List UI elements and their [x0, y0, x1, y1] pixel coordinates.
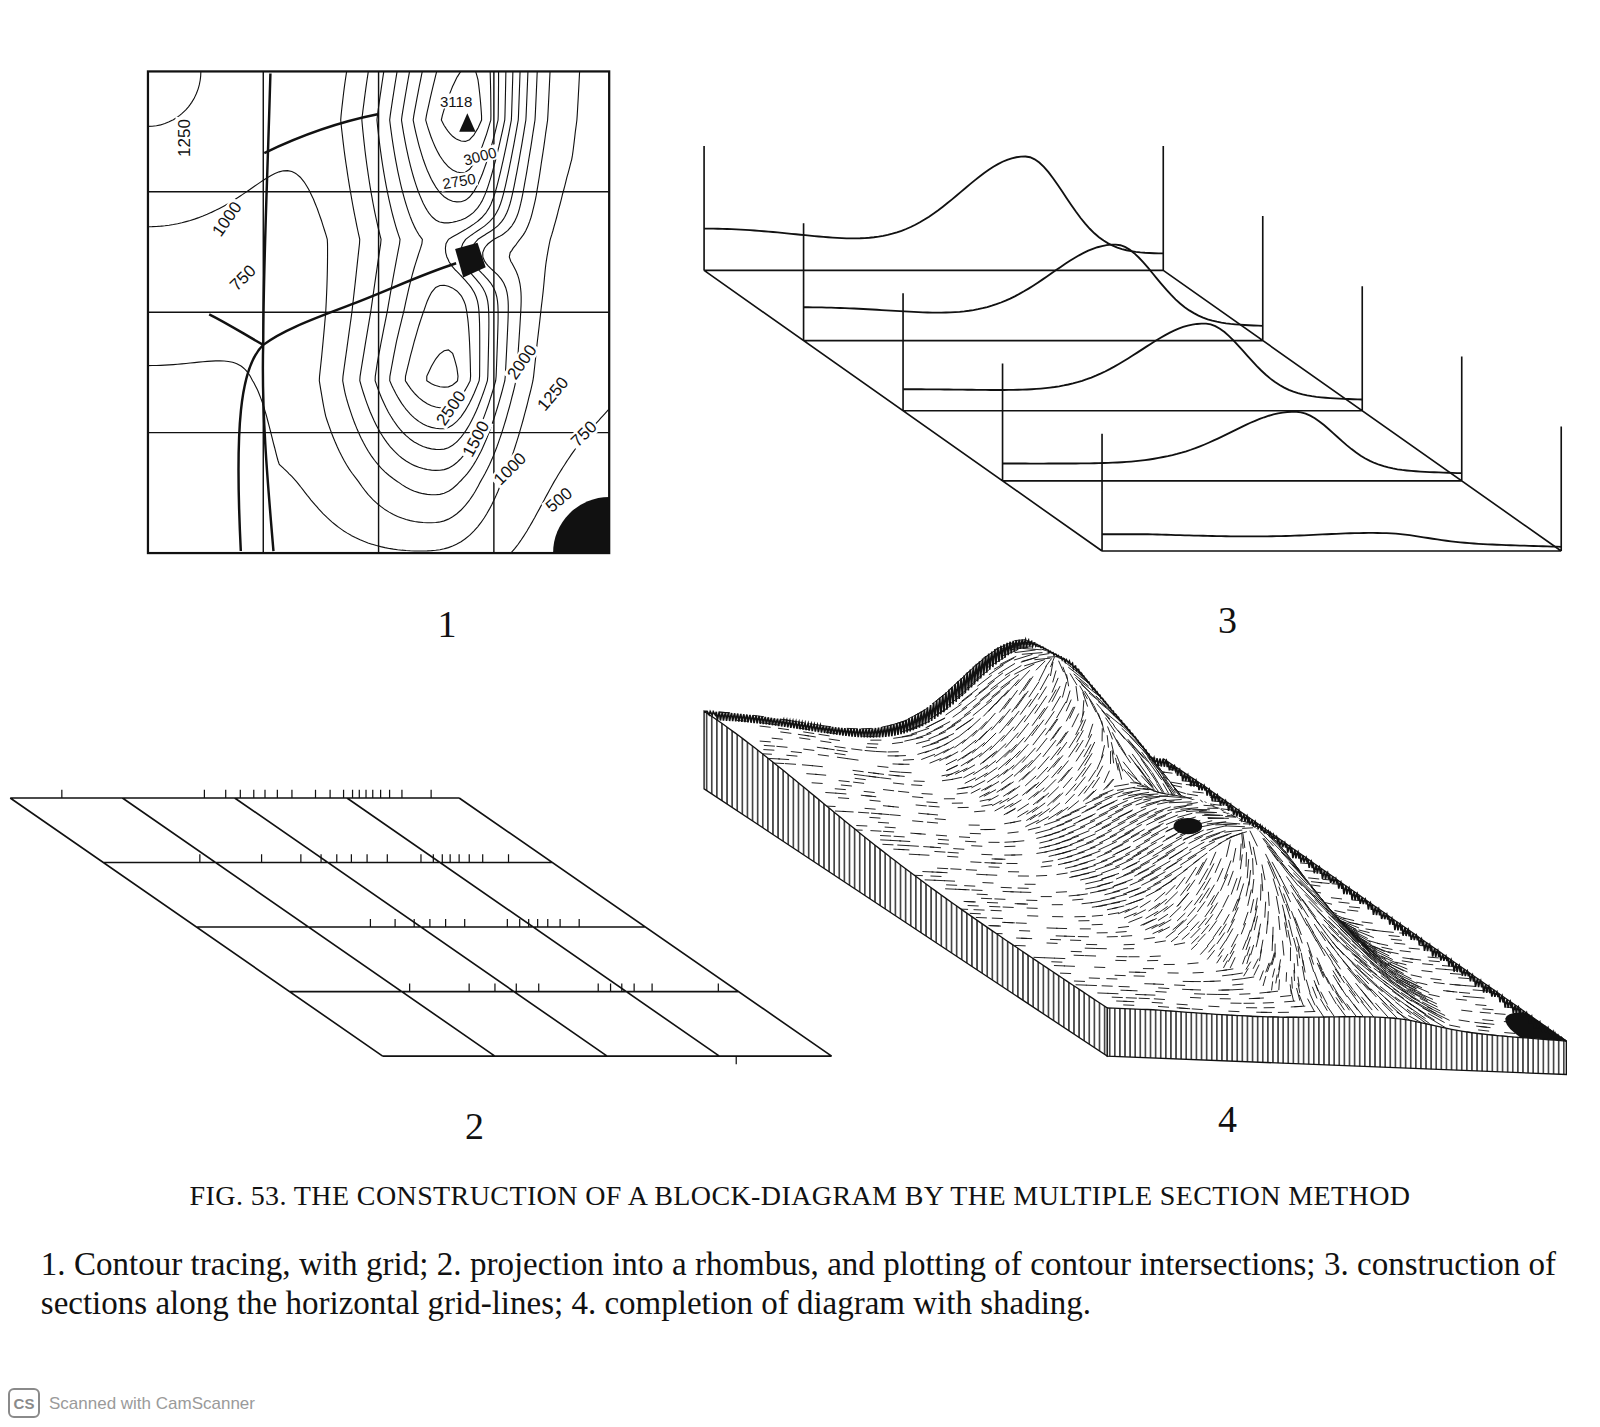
map-frame [148, 71, 609, 553]
east-edge [1163, 759, 1566, 1041]
contour-line [360, 71, 528, 470]
stream-line [263, 263, 456, 345]
contour-value: 500 [541, 483, 577, 517]
logo-text: CS [14, 1396, 35, 1411]
silhouette [704, 640, 1566, 1041]
block-diagram [704, 640, 1566, 1075]
contour-value: 2750 [439, 170, 478, 191]
panel-number: 2 [465, 1107, 484, 1145]
contour-value: 2500 [432, 386, 470, 430]
section-frame [704, 146, 1561, 551]
contour-value: 2000 [503, 340, 541, 384]
contour-map [148, 71, 609, 553]
stream-line [264, 114, 377, 153]
spot-height: 3118 [438, 94, 474, 109]
figure-title: FIG. 53. THE CONSTRUCTION OF A BLOCK-DIA… [0, 1182, 1600, 1210]
panel-number: 1 [437, 605, 456, 643]
panel-number: 3 [1218, 601, 1237, 639]
contour-value: 3000 [460, 144, 500, 168]
map-grid [148, 71, 609, 553]
contour-value: 750 [566, 416, 601, 451]
contour-line [148, 71, 537, 494]
contour-value: 1000 [489, 449, 531, 491]
left-face [704, 711, 1107, 1056]
contour-line [148, 71, 550, 522]
contour-line [413, 71, 498, 387]
section-profile [1003, 412, 1462, 473]
tarn [1174, 818, 1203, 834]
section-baselines [704, 146, 1561, 551]
summit-triangle [459, 113, 475, 131]
figure-caption: 1. Contour tracing, with grid; 2. projec… [41, 1245, 1556, 1323]
section-profile [704, 156, 1163, 253]
contour-line [401, 71, 505, 407]
figure-stage [10, 71, 1566, 1074]
section-profile [903, 324, 1362, 400]
surface-slice [1107, 1008, 1566, 1075]
contour-line [375, 71, 520, 449]
contour-value: 750 [225, 260, 260, 295]
watermark: Scanned with CamScanner [49, 1395, 255, 1412]
rhombus-grid [10, 790, 831, 1064]
panel-number: 4 [1218, 1100, 1237, 1138]
contour-line [148, 71, 580, 551]
tarn [455, 243, 486, 278]
contour-line [148, 71, 609, 553]
grid-lines [10, 798, 831, 1056]
contour-value: 1000 [208, 197, 246, 241]
contour-value: 1250 [533, 372, 573, 415]
stream-line [263, 73, 274, 551]
section-profile [1102, 533, 1561, 547]
stream-line [209, 314, 263, 345]
watermark-logo: CS [8, 1388, 40, 1418]
section-profile [804, 245, 1263, 326]
contour-lines [148, 71, 609, 553]
contour-value: 1500 [458, 416, 493, 461]
contour-ticks [62, 790, 736, 1064]
contour-value: 1250 [175, 117, 192, 159]
front-face [1107, 1008, 1566, 1075]
stream-line [238, 345, 263, 551]
streams [209, 73, 456, 551]
